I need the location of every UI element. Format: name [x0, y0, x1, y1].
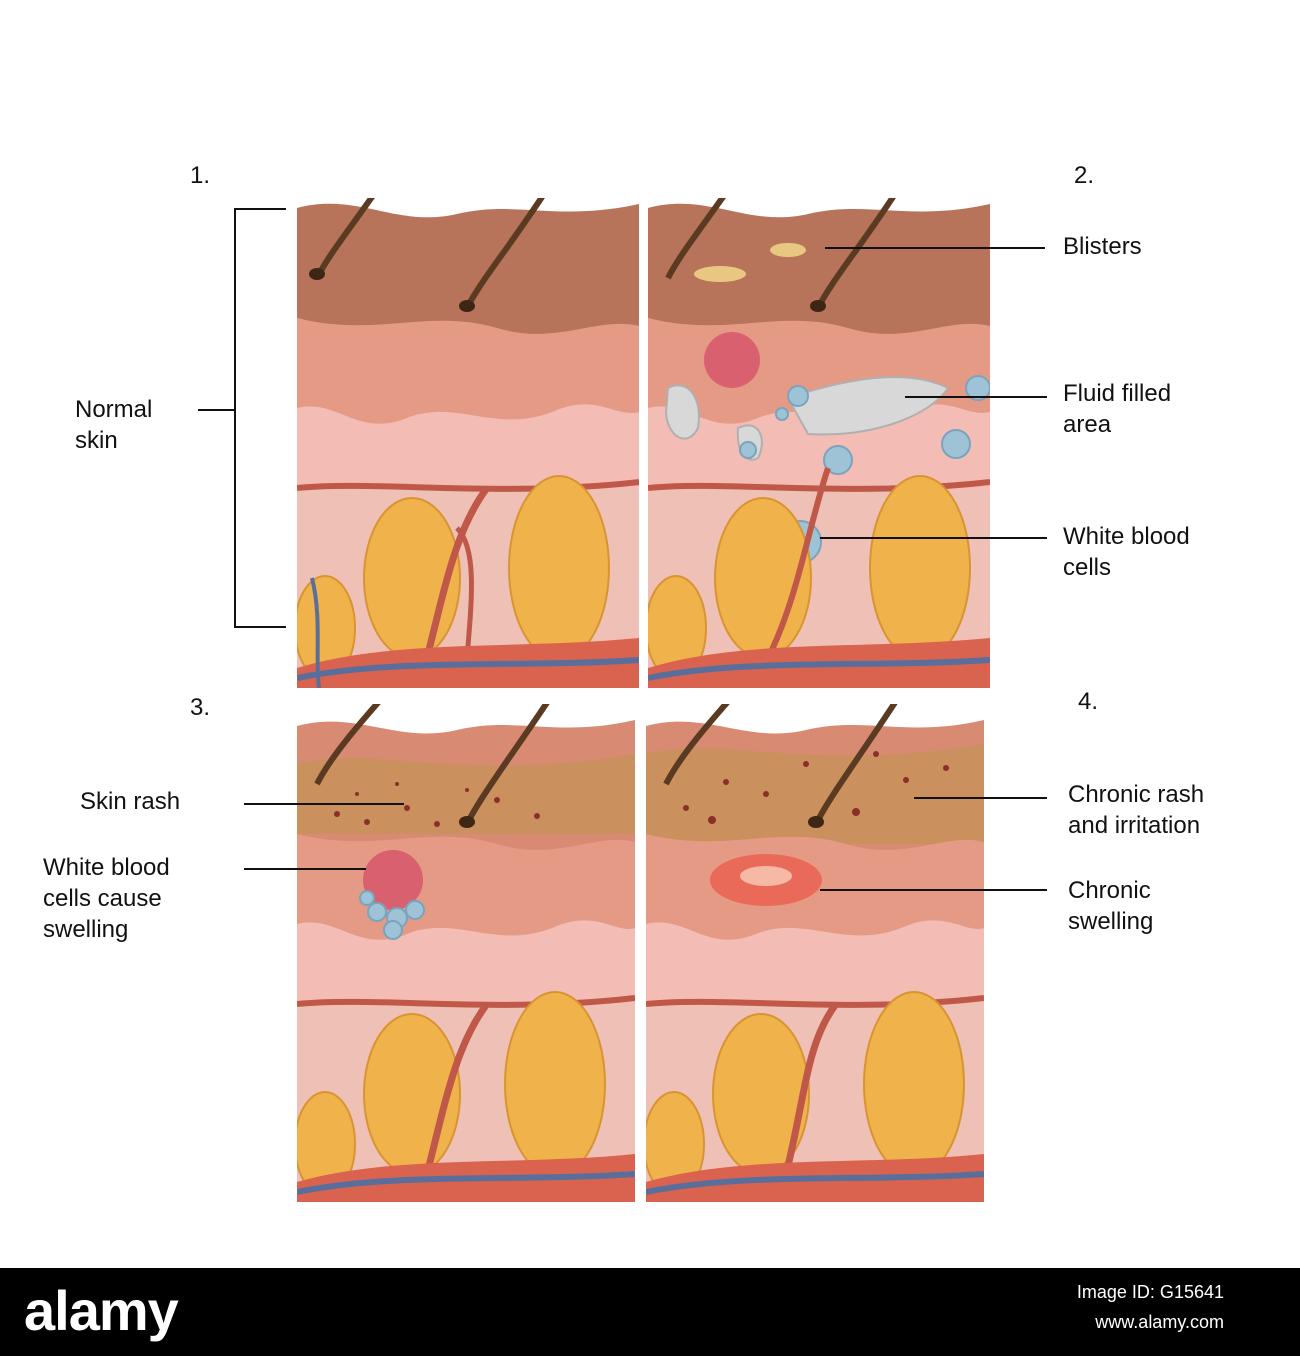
skin-diagram: 1. 2. 3. 4.	[43, 162, 1205, 1202]
panel-number-1: 1.	[190, 162, 211, 189]
label-chronic-swelling: Chronic swelling	[1068, 877, 1154, 935]
label-wbc-swelling: White blood cells cause swelling	[43, 854, 170, 943]
label-white-blood-cells: White blood cells	[1063, 523, 1190, 581]
leader-chronic-rash	[914, 797, 1047, 799]
leader-blisters	[825, 247, 1045, 249]
label-blisters: Blisters	[1063, 233, 1142, 260]
bracket-top-tick	[234, 208, 286, 210]
label-chronic-rash: Chronic rash and irritation	[1068, 781, 1205, 839]
site-url-text: www.alamy.com	[1095, 1312, 1224, 1332]
leader-chronic-swelling	[820, 889, 1047, 891]
panel-normal-skin	[297, 198, 639, 688]
panel-blisters	[648, 198, 990, 688]
alamy-logo: alamy	[24, 1279, 179, 1342]
image-id-text: Image ID: G15641	[1076, 1282, 1224, 1302]
panel-chronic	[646, 704, 984, 1202]
leader-white-blood-cells	[820, 537, 1047, 539]
label-fluid-filled-area: Fluid filled area	[1063, 380, 1172, 438]
leader-skin-rash	[244, 803, 404, 805]
leader-fluid	[905, 396, 1047, 398]
panel-number-2: 2.	[1074, 162, 1095, 189]
label-normal-skin: Normal skin	[75, 396, 153, 454]
panel-number-3: 3.	[190, 694, 211, 721]
panel-number-4: 4.	[1078, 688, 1099, 715]
panel-skin-rash	[297, 704, 635, 1202]
bracket-bottom-tick	[234, 626, 286, 628]
stock-footer-bar: alamy Image ID: G15641 www.alamy.com	[0, 1268, 1300, 1356]
bracket-mid-tick	[198, 409, 236, 411]
label-skin-rash: Skin rash	[80, 788, 181, 815]
leader-wbc-swelling	[244, 868, 366, 870]
normal-skin-bracket	[234, 208, 236, 628]
